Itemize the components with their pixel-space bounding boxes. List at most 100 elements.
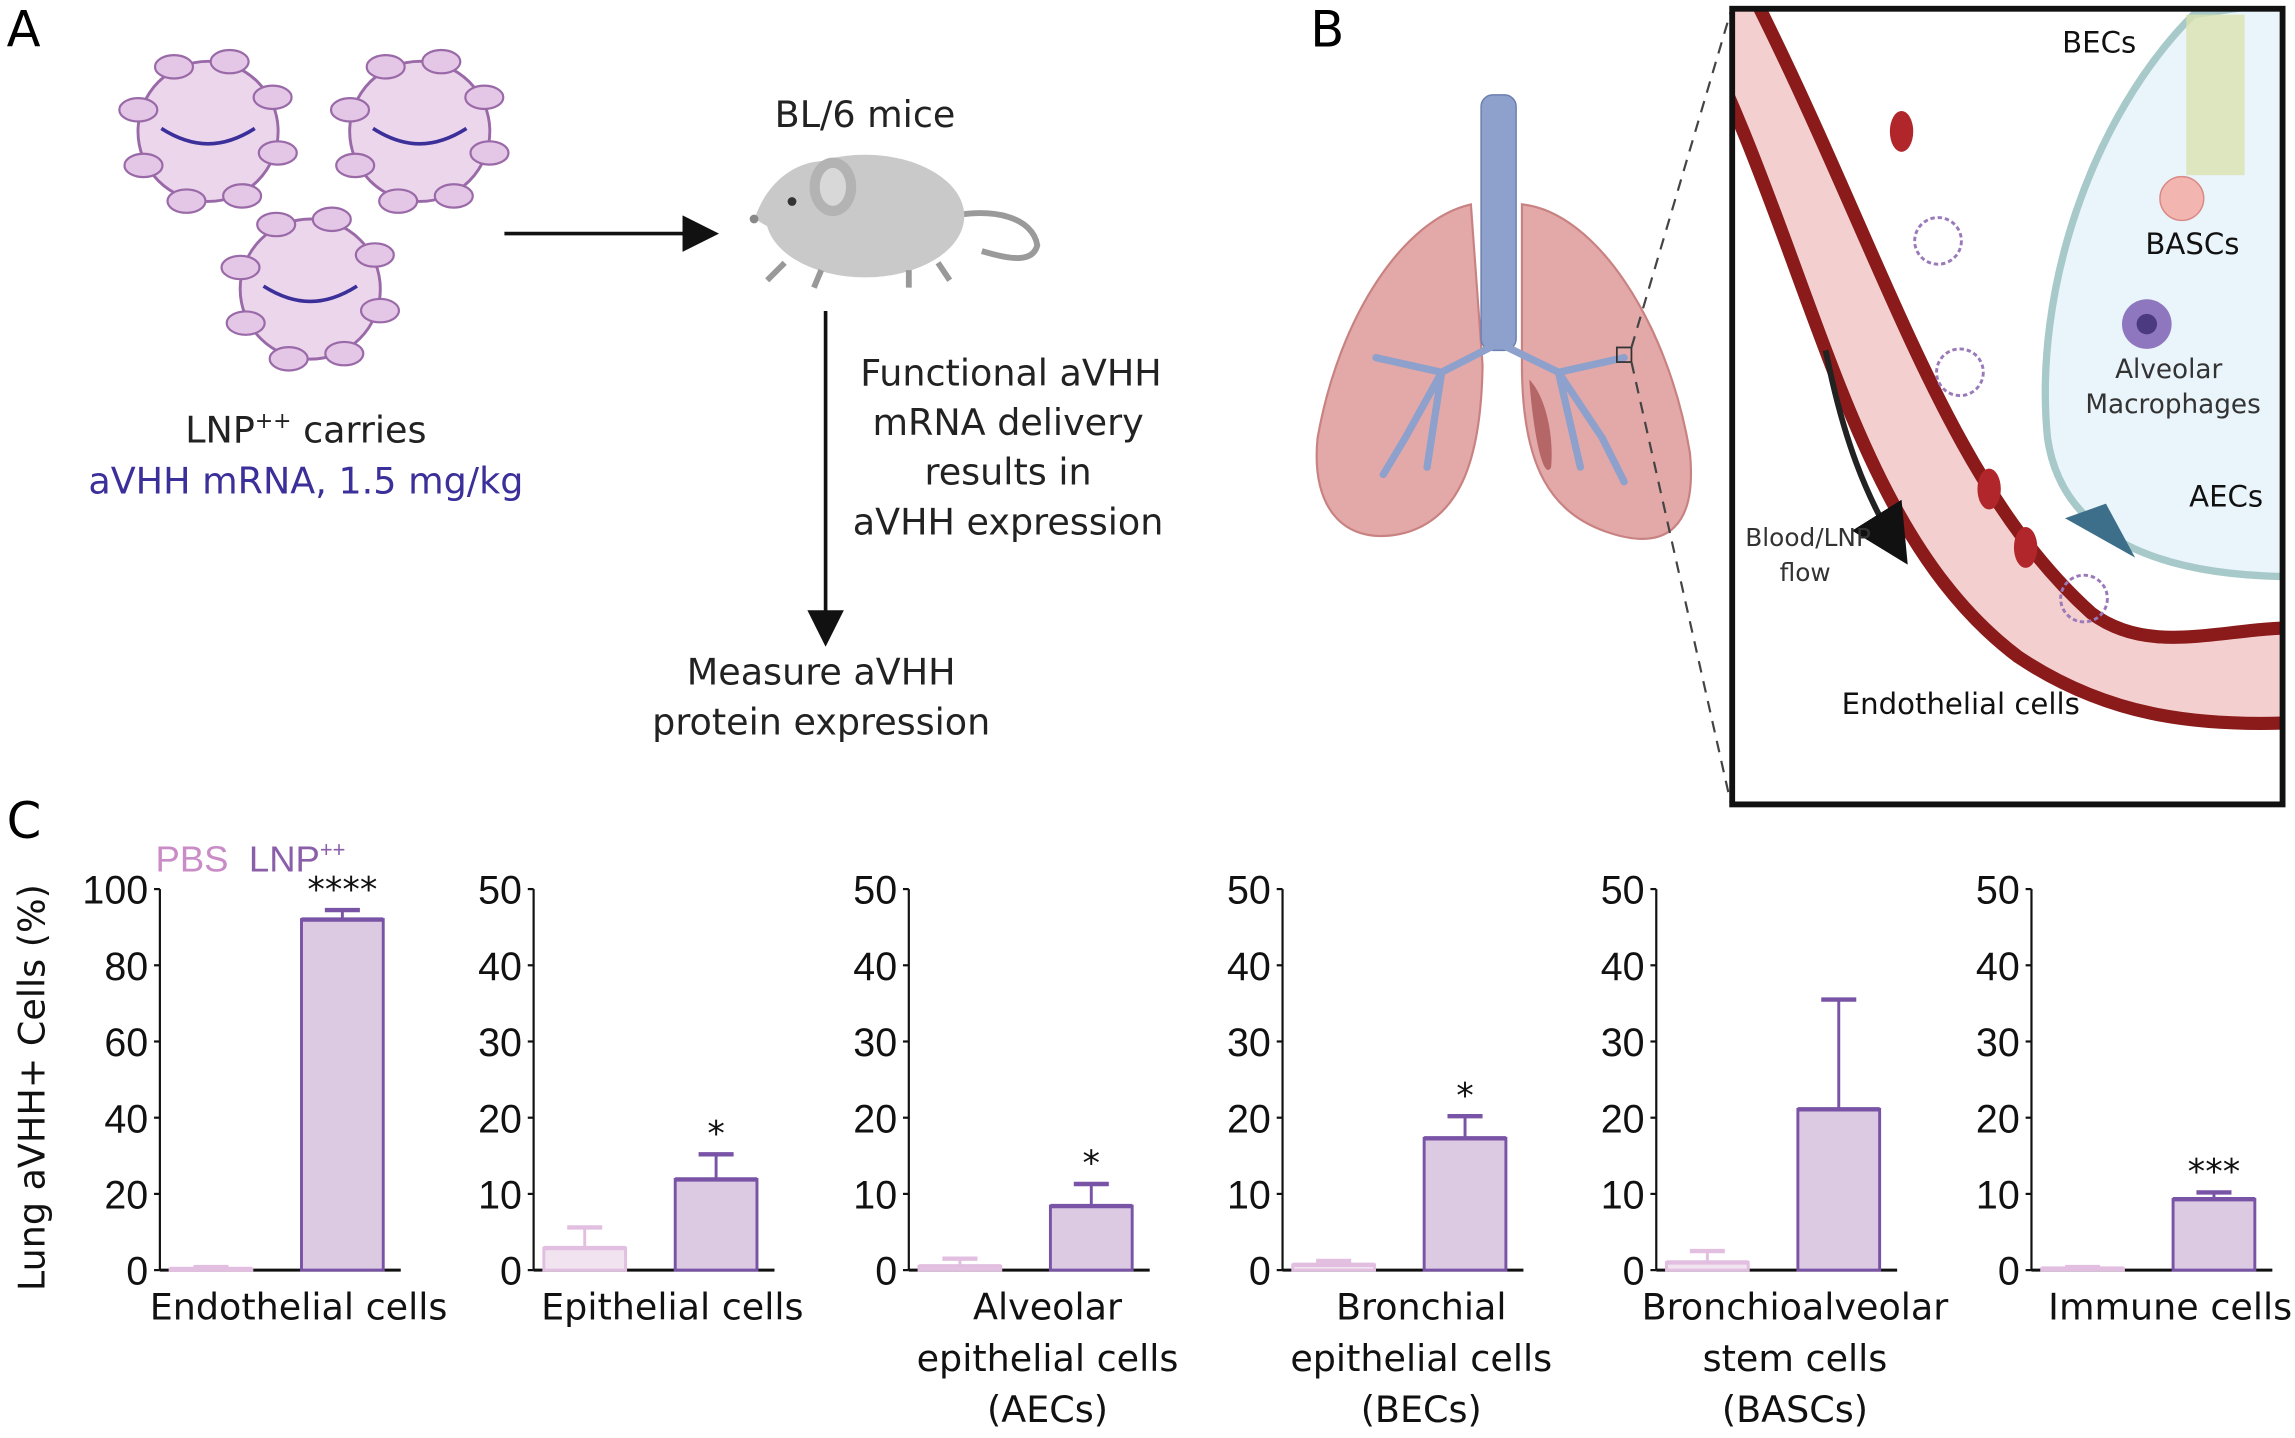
significance-marker: * — [1456, 1075, 1474, 1116]
x-category-label: (BASCs) — [1722, 1388, 1868, 1431]
y-tick-label: 0 — [1998, 1250, 2020, 1294]
y-tick-label: 30 — [1601, 1021, 1645, 1065]
x-category-label: Epithelial cells — [541, 1286, 803, 1329]
lnp-lipid — [378, 188, 419, 214]
lnp-caption-sup: ++ — [255, 409, 292, 434]
y-tick-label: 0 — [1249, 1250, 1271, 1294]
bar-lnp — [1422, 1136, 1508, 1272]
lnp-lipid — [222, 183, 263, 209]
y-tick-label: 50 — [1601, 869, 1645, 913]
mouse-icon — [749, 154, 1041, 289]
y-tick-label: 40 — [478, 945, 522, 989]
y-tick-label: 40 — [1601, 945, 1645, 989]
result-line: aVHH expression — [853, 500, 1164, 543]
lnp-lipid — [118, 97, 159, 123]
y-tick-label: 50 — [1227, 869, 1271, 913]
lnp-caption: LNP++ carries — [185, 408, 426, 451]
mouse-label: BL/6 mice — [775, 93, 956, 136]
lnp-caption-rest: carries — [292, 408, 427, 451]
lnp-lipid — [256, 211, 297, 238]
y-tick-label: 0 — [126, 1250, 148, 1294]
significance-marker: *** — [2188, 1152, 2241, 1193]
result-text: Functional aVHH mRNA delivery results in… — [853, 351, 1164, 543]
bar-lnp — [1048, 1204, 1134, 1272]
y-tick-label: 100 — [82, 869, 148, 913]
lnp-particle-icon — [220, 206, 401, 372]
y-tick-label: 50 — [853, 869, 897, 913]
y-tick-label: 10 — [478, 1174, 522, 1218]
panel-letter-c: C — [7, 792, 42, 850]
lnp-lipid — [335, 152, 376, 179]
lnp-caption-text: LNP — [185, 408, 255, 451]
lnp-lipid — [359, 297, 401, 324]
panel-b: B — [1310, 1, 2286, 808]
y-tick-label: 10 — [1601, 1174, 1645, 1218]
x-category-label: Bronchial — [1336, 1286, 1507, 1329]
lnp-lipid — [464, 84, 505, 111]
y-tick-label: 10 — [853, 1174, 897, 1218]
x-category-label: epithelial cells — [917, 1337, 1179, 1380]
y-tick-label: 20 — [1601, 1097, 1645, 1141]
significance-marker: **** — [307, 869, 377, 910]
x-category-label: Endothelial cells — [150, 1286, 448, 1329]
zoom-box — [1729, 5, 2286, 808]
flow-arrow-icon — [1822, 349, 1908, 565]
lnp-body — [136, 59, 280, 203]
measure-line: Measure aVHH — [687, 651, 956, 694]
lnp-lipid — [209, 48, 250, 75]
lnp-lipid — [324, 340, 365, 367]
y-tick-label: 20 — [478, 1097, 522, 1141]
label-endothelial: Endothelial cells — [1842, 687, 2080, 721]
mrna-strand — [372, 126, 468, 146]
x-category-label: epithelial cells — [1290, 1337, 1552, 1380]
y-tick-label: 20 — [104, 1174, 148, 1218]
y-tick-label: 0 — [500, 1250, 522, 1294]
y-tick-label: 20 — [1976, 1097, 2020, 1141]
x-category-label: Alveolar — [973, 1286, 1122, 1329]
lnp-lipid — [220, 254, 261, 281]
lnp-particle-icon — [329, 48, 510, 214]
y-tick-label: 30 — [1976, 1021, 2020, 1065]
y-tick-label: 40 — [1227, 945, 1271, 989]
label-aecs: AECs — [2189, 480, 2263, 514]
significance-marker: * — [1083, 1143, 1101, 1184]
y-tick-label: 30 — [478, 1021, 522, 1065]
zoom-guide-line — [1630, 11, 1732, 348]
lnp-lipid — [123, 152, 164, 179]
bar-lnp — [673, 1177, 759, 1272]
label-becs: BECs — [2062, 26, 2136, 60]
y-tick-label: 20 — [853, 1097, 897, 1141]
lnp-lipid — [166, 188, 207, 214]
lnp-lipid — [257, 140, 298, 166]
mrna-strand — [160, 126, 256, 146]
y-tick-label: 50 — [1976, 869, 2020, 913]
lnp-lipid — [469, 140, 510, 166]
y-tick-label: 10 — [1227, 1174, 1271, 1218]
x-category-label: (BECs) — [1361, 1388, 1482, 1431]
y-tick-label: 0 — [875, 1250, 897, 1294]
lnp-lipid — [252, 84, 293, 111]
significance-marker: * — [707, 1114, 725, 1155]
bar-lnp — [300, 918, 385, 1272]
bar-chart-1: 0 10 20 30 40 50 * Epithelial cells — [478, 869, 803, 1329]
y-tick-label: 40 — [104, 1097, 148, 1141]
result-line: results in — [925, 451, 1092, 494]
lnp-lipid — [311, 206, 352, 233]
result-line: Functional aVHH — [860, 351, 1161, 394]
y-tick-label: 50 — [478, 869, 522, 913]
x-category-label: Bronchioalveolar — [1642, 1286, 1949, 1329]
lnp-particles — [118, 48, 510, 372]
tissue-zoom-illustration — [1732, 8, 2283, 805]
y-tick-label: 20 — [1227, 1097, 1271, 1141]
legend-lnp-text: LNP — [249, 839, 320, 880]
panel-a: A BL/6 mice Functional aVHH mRNA deliver… — [7, 1, 1164, 744]
bar-pbs — [542, 1246, 628, 1272]
legend-pbs: PBS — [155, 839, 228, 880]
lnp-lipid — [268, 346, 309, 372]
mrna-strand — [262, 284, 358, 304]
